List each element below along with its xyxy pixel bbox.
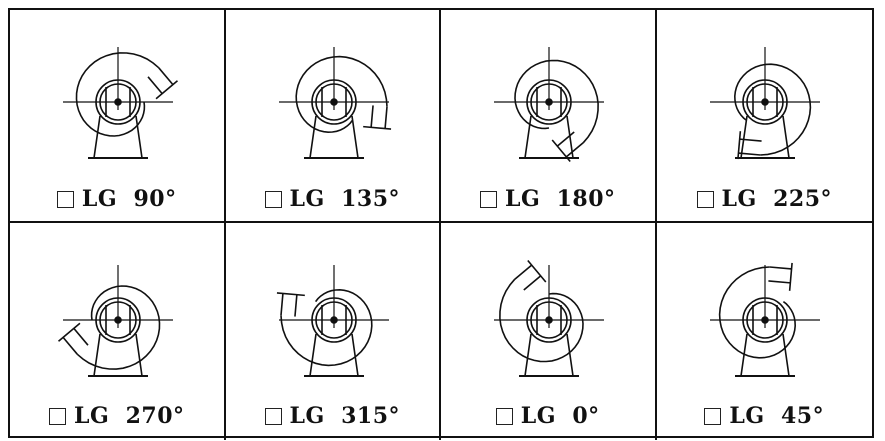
fan-diagram-lg-45 [709,262,820,377]
fan-outline [57,265,173,377]
pedestal [93,333,143,377]
outlet-edge [514,264,533,280]
outlet-edge [523,275,542,291]
option-lg-225[interactable]: LG 225° [656,10,872,223]
option-lg-0[interactable]: LG 0° [441,223,657,440]
checkbox-lg-270[interactable] [49,407,66,425]
label-lg-90: LG 90° [81,186,177,212]
checkbox-lg-315[interactable] [264,407,282,425]
option-lg-45[interactable]: LG 45° [657,223,873,440]
checkbox-lg-225[interactable] [696,190,714,208]
volute-casing [76,285,161,370]
fan-outline [494,47,604,163]
outlet-flange [155,80,179,100]
outlet-flange [276,292,305,297]
outlet-edge [565,142,584,158]
outlet-edge [556,131,575,147]
volute-casing [294,55,388,134]
label-lg-225: LG 225° [721,186,832,212]
label-lg-315: LG 315° [289,403,400,429]
outlet-edge [279,293,284,316]
fan-diagram-lg-0 [494,259,604,377]
label-lg-180: LG 180° [505,186,616,212]
pedestal [93,115,143,159]
volute-casing [75,52,160,137]
label-lg-270: LG 270° [74,403,185,429]
outlet-edge [369,105,374,128]
outlet-flange [527,259,547,283]
fan-diagram-lg-180 [494,47,604,163]
checkbox-lg-135[interactable] [264,190,282,208]
label-lg-45: LG 45° [729,403,825,429]
pedestal [524,115,574,159]
label-lg-135: LG 135° [289,186,400,212]
checkbox-lg-180[interactable] [480,190,497,208]
fan-outline [494,259,604,377]
volute-casing [733,63,811,156]
outlet-edge [383,106,388,129]
outlet-flange [57,322,81,342]
option-lg-135[interactable]: LG 135° [225,10,441,223]
checkbox-lg-0[interactable] [495,407,513,425]
checkbox-lg-45[interactable] [704,407,722,425]
fan-outline [63,47,179,159]
checkbox-lg-90[interactable] [56,190,74,208]
pedestal [308,333,359,377]
outlet-edge [62,336,78,355]
option-lg-315[interactable]: LG 315° [226,223,441,440]
fan-outline [278,47,391,159]
fan-outline [709,262,820,377]
pedestal [739,115,790,159]
outlet-edge [767,280,790,284]
volute-casing [514,59,599,144]
fan-diagram-lg-315 [276,265,389,377]
option-lg-270[interactable]: LG 270° [10,223,226,440]
fan-diagram-lg-90 [63,47,179,159]
outlet-edge [158,67,174,86]
label-lg-0: LG 0° [520,403,600,429]
outlet-flange [788,262,793,291]
outlet-flange [362,125,391,130]
outlet-edge [293,294,298,317]
volute-casing [499,278,584,363]
fan-diagram-lg-270 [57,265,173,377]
fan-outline [276,265,389,377]
outlet-edge [769,266,792,270]
fan-orientation-grid: LG 90° LG 135° LG 180° LG 225° LG 270° L… [8,8,874,440]
outlet-edge [147,76,163,95]
volute-casing [718,266,796,359]
outlet-flange [736,131,741,160]
option-lg-90[interactable]: LG 90° [10,10,226,223]
fan-diagram-lg-225 [709,47,820,160]
option-lg-180[interactable]: LG 180° [441,10,657,223]
outlet-edge [73,327,89,346]
volute-casing [279,288,373,367]
fan-outline [709,47,820,160]
fan-diagram-lg-135 [278,47,391,159]
